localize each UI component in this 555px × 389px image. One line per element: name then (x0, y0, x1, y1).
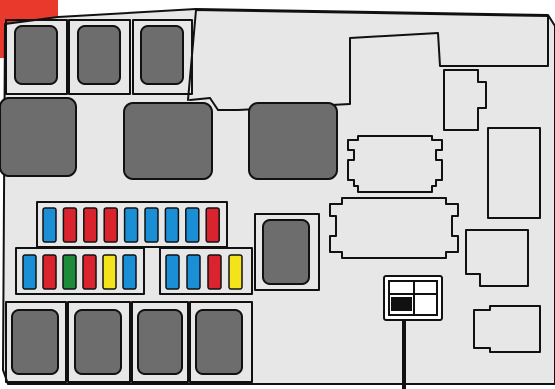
relay-block-icon (123, 102, 213, 180)
blade-fuse-icon (186, 254, 201, 290)
relay-socket (5, 19, 68, 95)
top-housing-outline (187, 9, 549, 111)
relay-socket (68, 19, 131, 95)
relay-socket-group-bottom (5, 301, 253, 383)
fuse-row-top (42, 207, 220, 243)
connector-frame (388, 280, 438, 316)
relay-block-icon (74, 309, 122, 375)
blade-fuse-icon (103, 207, 118, 243)
blade-fuse-icon (205, 207, 220, 243)
blade-fuse-icon (228, 254, 243, 290)
small-relay-socket (254, 213, 320, 291)
relay-socket (132, 19, 193, 95)
blade-fuse-icon (164, 207, 180, 243)
blade-fuse-icon (123, 207, 139, 243)
relay-socket (5, 301, 67, 383)
highlighted-terminal-block (391, 297, 412, 311)
blade-fuse-icon (83, 207, 98, 243)
fuse-holder-group (15, 201, 253, 295)
blade-fuse-icon (62, 254, 77, 290)
blade-fuse-icon (82, 254, 97, 290)
large-relay-group (0, 97, 338, 180)
blade-fuse-icon (62, 207, 78, 243)
relay-block-icon (137, 309, 183, 375)
fuse-holder-bottom-left (15, 247, 145, 295)
connector-outline-icon (487, 127, 541, 219)
blade-fuse-icon (165, 254, 180, 290)
fuse-holder-bottom-right (159, 247, 253, 295)
relay-block-icon (195, 309, 243, 375)
blade-fuse-icon (144, 207, 159, 243)
blade-fuse-icon (185, 207, 200, 243)
connector-outline-icon (443, 69, 487, 131)
blade-fuse-icon (42, 207, 57, 243)
blade-fuse-icon (122, 254, 137, 290)
blade-fuse-icon (42, 254, 57, 290)
relay-block-icon (262, 219, 310, 285)
blade-fuse-icon (22, 254, 37, 290)
relay-socket (67, 301, 131, 383)
fuse-row-bottom-left (22, 254, 137, 290)
relay-socket (131, 301, 189, 383)
connector-outline-icon (473, 305, 541, 353)
connector-outline-icon (465, 229, 529, 287)
relay-socket-group-top (5, 19, 193, 95)
relay-socket (189, 301, 253, 383)
blade-fuse-icon (102, 254, 117, 290)
relay-block-icon (14, 25, 58, 85)
blade-fuse-icon (207, 254, 222, 290)
relay-block-icon (248, 102, 338, 180)
relay-socket (254, 213, 320, 291)
relay-block-icon (140, 25, 184, 85)
connector-outline-icon (329, 197, 459, 259)
connector-outline-icon (347, 135, 443, 193)
fuse-row-bottom-right (165, 254, 243, 290)
highlighted-connector (383, 275, 443, 389)
relay-block-icon (77, 25, 121, 85)
relay-block-icon (0, 97, 77, 177)
connector-outline-group (329, 69, 541, 353)
relay-block-icon (11, 309, 59, 375)
